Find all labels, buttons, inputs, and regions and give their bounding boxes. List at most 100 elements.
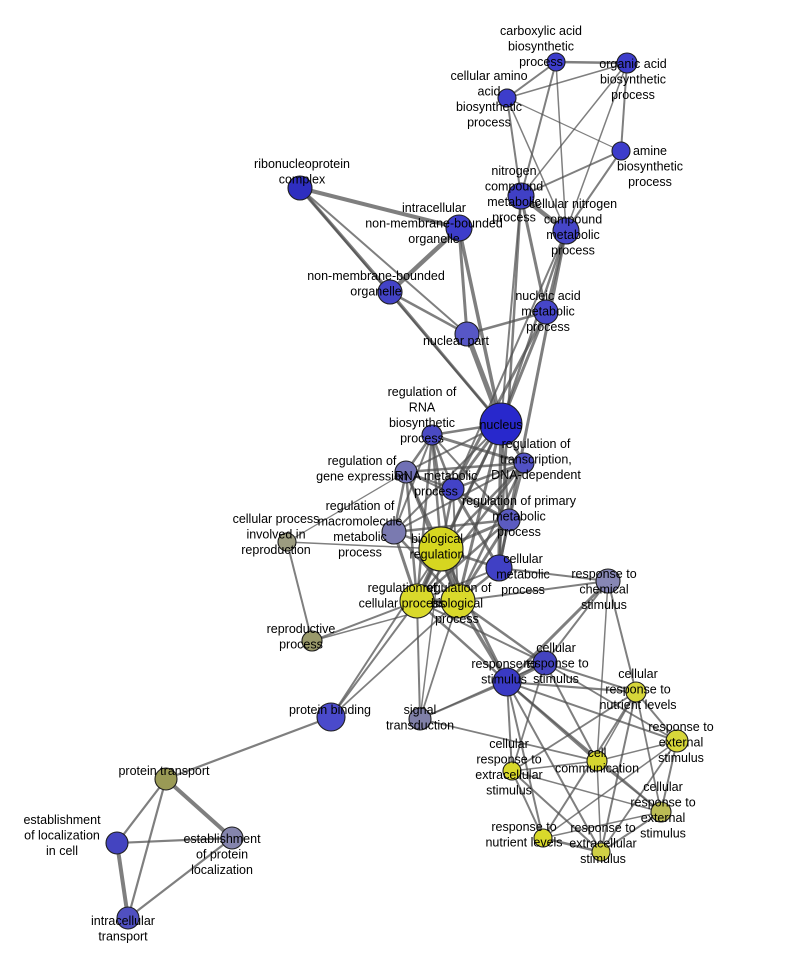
graph-edge: [127, 837, 233, 919]
graph-node-establishment-of-localization-in-cell[interactable]: [105, 831, 129, 855]
graph-edge: [164, 777, 234, 840]
graph-edge: [544, 662, 598, 762]
graph-edge: [635, 691, 662, 813]
graph-node-regulation-of-gene-expression[interactable]: [394, 460, 418, 484]
graph-edge: [286, 541, 313, 642]
graph-edge: [607, 580, 637, 693]
graph-node-non-membrane-bounded-organelle[interactable]: [377, 279, 403, 305]
graph-edge: [506, 97, 622, 152]
graph-edge: [456, 462, 526, 602]
graph-edge: [416, 462, 525, 602]
graph-edge: [511, 760, 598, 772]
graph-node-response-to-external-stimulus[interactable]: [665, 729, 689, 753]
graph-edge: [555, 60, 628, 65]
graph-node-protein-transport[interactable]: [154, 767, 178, 791]
graph-node-nucleus[interactable]: [479, 402, 523, 446]
graph-edge: [457, 227, 469, 335]
graph-node-signal-transduction[interactable]: [408, 707, 432, 731]
graph-edge: [393, 434, 433, 533]
graph-node-intracellular-non-membrane-bounded-organelle[interactable]: [445, 214, 473, 242]
graph-node-cellular-metabolic-process[interactable]: [485, 554, 513, 582]
graph-node-organic-acid-biosynthetic-process[interactable]: [616, 52, 638, 74]
graph-node-response-to-stimulus[interactable]: [492, 667, 522, 697]
graph-node-rna-metabolic-process[interactable]: [441, 477, 465, 501]
graph-edge: [542, 836, 602, 854]
graph-node-nuclear-part[interactable]: [454, 321, 480, 347]
graph-edge: [416, 519, 510, 602]
graph-edge: [600, 740, 678, 853]
graph-edge: [506, 681, 544, 839]
graph-edge: [299, 186, 460, 230]
graph-edge: [511, 662, 546, 772]
graph-edge: [542, 740, 678, 839]
graph-edge: [299, 187, 468, 335]
graph-edge: [419, 548, 442, 720]
graph-edge: [620, 62, 628, 152]
graph-node-reproductive-process[interactable]: [301, 630, 323, 652]
graph-edge: [452, 230, 567, 490]
graph-node-amine-biosynthetic-process[interactable]: [611, 141, 631, 161]
graph-node-intracellular-transport[interactable]: [116, 906, 140, 930]
graph-node-nucleic-acid-metabolic-process[interactable]: [533, 299, 559, 325]
graph-edge: [165, 715, 332, 781]
graph-edge: [115, 842, 130, 919]
graph-edge: [330, 600, 418, 718]
graph-edge: [431, 433, 525, 465]
graph-edge: [497, 423, 503, 569]
graph-node-establishment-of-protein-localization[interactable]: [220, 826, 244, 850]
graph-node-protein-binding[interactable]: [316, 702, 346, 732]
graph-node-response-to-chemical-stimulus[interactable]: [595, 568, 621, 594]
graph-edge: [405, 461, 525, 474]
graph-node-regulation-of-primary-metabolic-process[interactable]: [497, 508, 521, 532]
graph-edge: [506, 681, 513, 772]
graph-edge: [457, 227, 503, 425]
graph-edge: [519, 195, 548, 313]
graph-edge: [419, 600, 459, 720]
graph-node-regulation-of-transcription-dna-dependent[interactable]: [513, 452, 535, 474]
graph-edge: [506, 680, 637, 694]
graph-edge: [116, 836, 233, 845]
graph-node-response-to-nutrient-levels[interactable]: [533, 828, 553, 848]
graph-edge: [419, 681, 508, 720]
graph-edge: [451, 311, 548, 490]
graph-edge: [419, 718, 598, 762]
graph-edge: [511, 691, 637, 772]
graph-edge: [388, 291, 503, 425]
graph-edge: [511, 770, 602, 853]
graph-node-cellular-response-to-external-stimulus[interactable]: [650, 801, 672, 823]
graph-edge: [506, 97, 522, 197]
graph-node-regulation-of-rna-biosynthetic-process[interactable]: [421, 424, 443, 446]
graph-edge: [520, 150, 622, 197]
graph-node-regulation-of-macromolecule-metabolic-process[interactable]: [381, 519, 407, 545]
graph-edge: [439, 548, 509, 683]
graph-node-cellular-process-involved-in-reproduction[interactable]: [277, 532, 297, 552]
graph-node-nitrogen-compound-metabolic-process[interactable]: [507, 182, 535, 210]
graph-node-cellular-response-to-nutrient-levels[interactable]: [625, 681, 647, 703]
graph-node-ribonucleoprotein-complex[interactable]: [287, 175, 313, 201]
graph-edge: [505, 579, 610, 684]
graph-edge: [457, 580, 609, 602]
graph-node-regulation-of-biological-process[interactable]: [440, 583, 476, 619]
graph-edge: [416, 600, 421, 720]
graph-node-cellular-response-to-stimulus[interactable]: [532, 650, 558, 676]
graph-edge: [451, 488, 501, 569]
graph-node-carboxylic-acid-biosynthetic-process[interactable]: [546, 52, 566, 72]
graph-node-cellular-amino-acid-biosynthetic-process[interactable]: [497, 88, 517, 108]
graph-node-cellular-nitrogen-compound-metabolic-process[interactable]: [552, 217, 580, 245]
graph-edge: [544, 662, 637, 693]
graph-edge: [286, 471, 407, 543]
graph-edge: [506, 97, 567, 232]
graph-edge: [498, 567, 609, 582]
graph-edge: [596, 740, 678, 762]
graph-node-cellular-response-to-extracellular-stimulus[interactable]: [502, 761, 522, 781]
graph-node-cell-communication[interactable]: [586, 750, 608, 772]
graph-edge: [565, 150, 622, 232]
graph-edge: [542, 811, 662, 839]
graph-edge: [600, 811, 662, 853]
graph-node-response-to-extracellular-stimulus[interactable]: [591, 842, 611, 862]
graph-node-regulation-of-cellular-process[interactable]: [399, 583, 435, 619]
graph-node-biological-regulation[interactable]: [418, 526, 464, 572]
graph-edge: [506, 61, 557, 99]
graph-edge: [506, 681, 662, 813]
